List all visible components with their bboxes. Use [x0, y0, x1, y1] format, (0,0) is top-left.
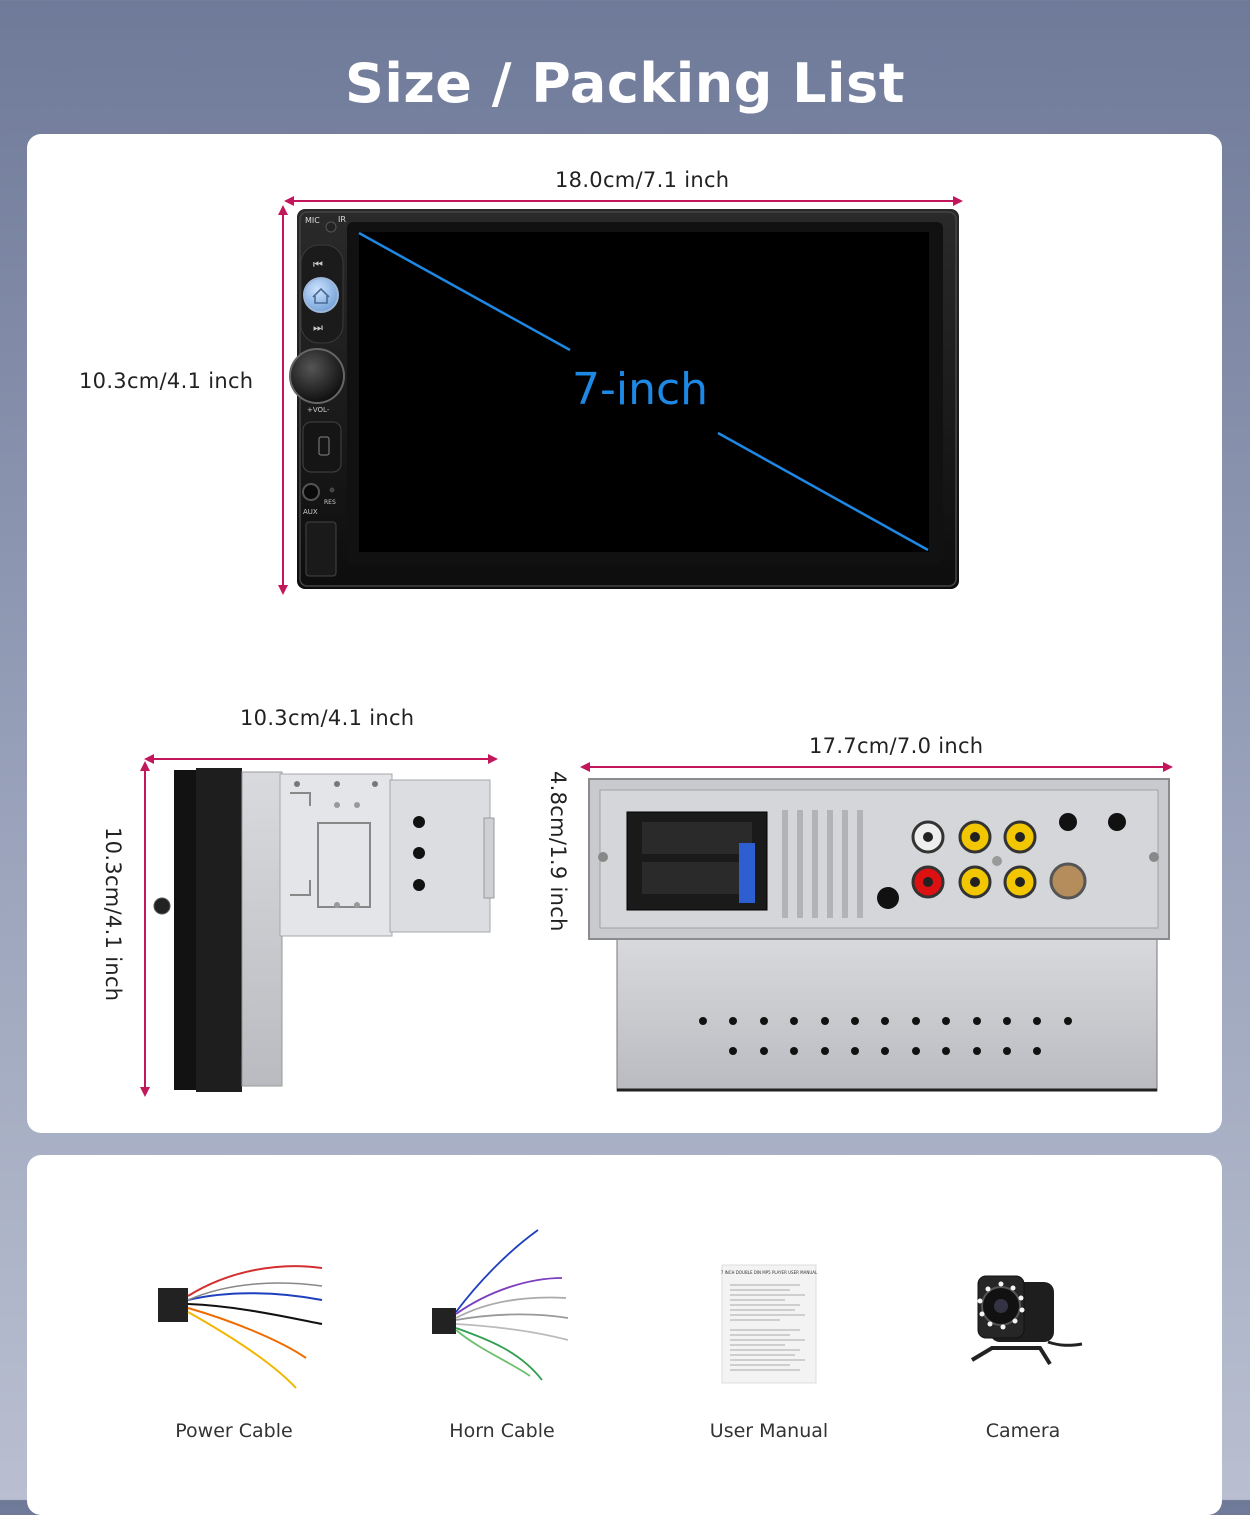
vol-label: +VOL- — [307, 406, 330, 414]
aux-jack[interactable] — [302, 483, 320, 501]
screen-diagonal — [358, 231, 571, 352]
front-width-label: 18.0cm/7.1 inch — [555, 168, 730, 192]
front-height-label: 10.3cm/4.1 inch — [79, 369, 254, 393]
home-icon — [312, 287, 330, 304]
head-unit-side — [153, 768, 495, 1092]
res-label: RES — [324, 499, 336, 506]
usb-port[interactable] — [305, 521, 337, 577]
side-depth-label: 10.3cm/4.1 inch — [240, 706, 415, 730]
reset-button[interactable] — [329, 487, 335, 493]
mic-label: MIC — [305, 216, 320, 225]
head-unit-rear — [588, 778, 1170, 1092]
prev-track-icon[interactable]: ⏮ — [313, 258, 323, 271]
fuse — [739, 843, 755, 903]
dimension-drawing: MIC IR ⏮ ⏭ +VOL- RES AUX — [140, 196, 1173, 1097]
packing-item-label: Power Cable — [175, 1420, 293, 1442]
rca-jacks — [911, 820, 1037, 899]
rear-width-label: 17.7cm/7.0 inch — [809, 734, 984, 758]
home-button[interactable] — [303, 277, 339, 313]
packing-item-label: User Manual — [709, 1420, 829, 1442]
aux-label: AUX — [303, 508, 318, 516]
packing-item-label: Horn Cable — [449, 1420, 555, 1442]
side-height-label: 10.3cm/4.1 inch — [101, 827, 125, 1002]
ir-sensor — [325, 221, 337, 233]
page-title: Size / Packing List — [344, 52, 906, 115]
screen-size-label: 7-inch — [571, 364, 709, 415]
volume-knob[interactable] — [289, 348, 345, 404]
sd-card-slot[interactable] — [302, 421, 342, 473]
antenna-port — [1049, 862, 1087, 900]
next-track-icon[interactable]: ⏭ — [313, 321, 323, 334]
head-unit-front: MIC IR ⏮ ⏭ +VOL- RES AUX — [289, 209, 959, 589]
rear-height-label: 4.8cm/1.9 inch — [546, 771, 570, 932]
packing-item-label: Camera — [985, 1420, 1061, 1442]
ir-label: IR — [338, 215, 346, 224]
packing-list-card — [27, 1155, 1222, 1515]
